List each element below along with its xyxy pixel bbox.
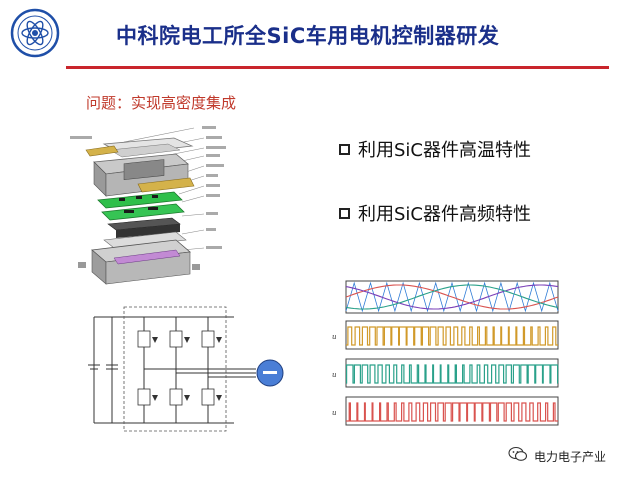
pwm-panel-0 (345, 320, 559, 350)
controller-exploded-view (64, 124, 244, 292)
wechat-chat-icon (508, 446, 528, 466)
bullet-text: 利用SiC器件高温特性 (358, 140, 531, 161)
reference-sine-0 (345, 284, 559, 310)
bullet-high-temperature: 利用SiC器件高温特性 (339, 136, 531, 162)
bullet-high-frequency: 利用SiC器件高频特性 (339, 200, 531, 226)
reference-sine-1 (345, 284, 559, 310)
title-divider (66, 66, 609, 69)
pwm-signal-1 (346, 364, 559, 384)
bullet-text: 利用SiC器件高频特性 (358, 204, 531, 225)
slide-title: 中科院电工所全SiC车用电机控制器研发 (116, 24, 500, 48)
square-bullet-icon (339, 207, 350, 219)
inverter-circuit-diagram (84, 303, 332, 438)
slide-subtitle: 问题：实现高密度集成 (86, 94, 237, 112)
pwm-waveform-plot: u u u (330, 279, 565, 429)
pwm-signal-2 (346, 402, 558, 422)
pwm-signal-0 (346, 326, 558, 346)
phase-marker-2: u (332, 409, 337, 417)
institute-logo-icon (10, 8, 60, 58)
pwm-panel-1 (345, 358, 559, 388)
phase-marker-0: u (332, 333, 337, 341)
phase-marker-1: u (332, 371, 337, 379)
footer-watermark: 电力电子产业 (508, 446, 606, 466)
footer-label: 电力电子产业 (534, 449, 607, 464)
carrier-wave (345, 281, 559, 313)
reference-sine-2 (345, 284, 559, 310)
square-bullet-icon (339, 143, 350, 155)
